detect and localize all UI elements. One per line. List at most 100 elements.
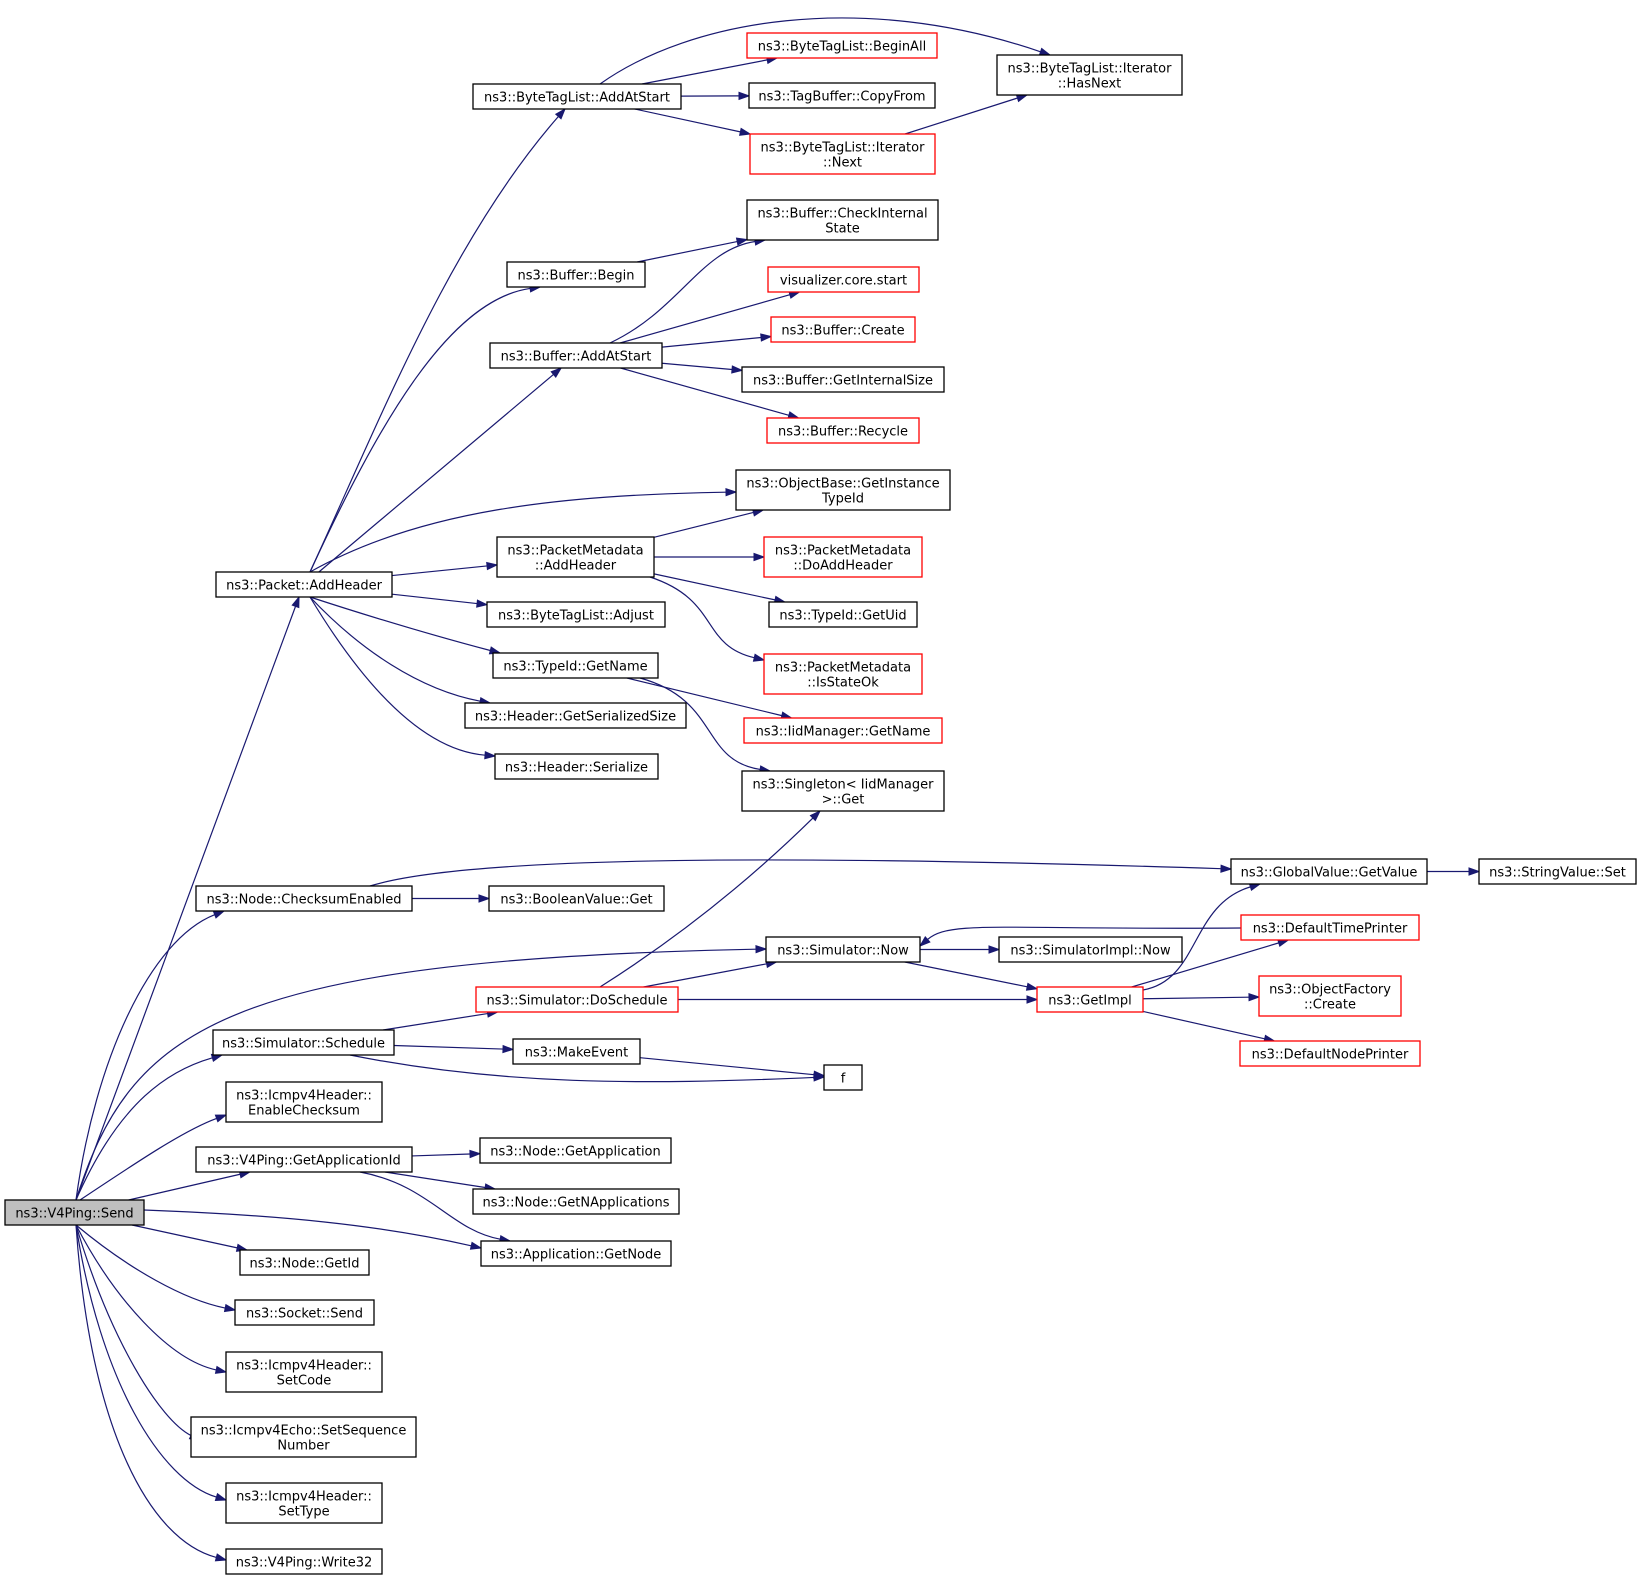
node-label: TypeId [821, 492, 864, 507]
edge-line [653, 573, 776, 601]
node-f[interactable]: f [823, 1064, 863, 1091]
edge-arrowhead [484, 750, 497, 760]
node-box [195, 1146, 413, 1173]
node-label: ns3::TypeId::GetName [503, 660, 647, 675]
node-header-serialize[interactable]: ns3::Header::Serialize [494, 753, 659, 780]
node-icmp-setcode[interactable]: ns3::Icmpv4Header::SetCode [225, 1351, 383, 1393]
node-getimpl[interactable]: ns3::GetImpl [1036, 986, 1144, 1013]
node-btl-beginall[interactable]: ns3::ByteTagList::BeginAll [746, 32, 938, 59]
node-of-create[interactable]: ns3::ObjectFactory::Create [1258, 975, 1402, 1017]
node-label: ::AddHeader [535, 559, 617, 574]
edge-sim-schedule-to-makeevent [393, 1044, 515, 1054]
edge-arrowhead [813, 1070, 826, 1079]
edge-arrowhead [1026, 995, 1039, 1004]
node-pm-doaddheader[interactable]: ns3::PacketMetadata::DoAddHeader [763, 536, 923, 578]
node-v4p-write32[interactable]: ns3::V4Ping::Write32 [225, 1548, 383, 1575]
node-label: ns3::GlobalValue::GetValue [1241, 866, 1418, 881]
node-makeevent[interactable]: ns3::MakeEvent [512, 1038, 641, 1065]
edge-line [384, 1171, 486, 1189]
edge-line [1142, 1010, 1265, 1040]
node-tagbuffer-copyfrom[interactable]: ns3::TagBuffer::CopyFrom [748, 82, 936, 109]
node-send[interactable]: ns3::V4Ping::Send [4, 1199, 145, 1226]
node-socket-send[interactable]: ns3::Socket::Send [234, 1299, 375, 1326]
edge-getimpl-to-defaultnodeprinter [1142, 1010, 1276, 1043]
node-label: ns3::PacketMetadata [775, 661, 911, 676]
node-header-getserializedsize[interactable]: ns3::Header::GetSerializedSize [464, 702, 687, 729]
edge-arrowhead [1220, 864, 1233, 873]
node-box [996, 54, 1183, 96]
node-typeid-getuid[interactable]: ns3::TypeId::GetUid [768, 601, 918, 628]
node-buf-addatstart[interactable]: ns3::Buffer::AddAtStart [489, 342, 663, 369]
node-pm-isstateok[interactable]: ns3::PacketMetadata::IsStateOk [763, 653, 923, 695]
node-buf-begin[interactable]: ns3::Buffer::Begin [506, 261, 646, 288]
edge-line [639, 677, 761, 771]
node-iidmanager-getname[interactable]: ns3::IidManager::GetName [743, 717, 943, 744]
node-sim-schedule[interactable]: ns3::Simulator::Schedule [212, 1029, 395, 1056]
node-box [225, 1351, 383, 1393]
edge-line [649, 576, 755, 659]
node-box [486, 601, 666, 628]
node-pm-addheader[interactable]: ns3::PacketMetadata::AddHeader [496, 536, 655, 578]
edge-makeevent-to-f [639, 1057, 826, 1079]
node-vis-core-start[interactable]: visualizer.core.start [767, 266, 920, 293]
edge-getimpl-to-of-create [1142, 992, 1261, 1002]
node-node-checksumenabled[interactable]: ns3::Node::ChecksumEnabled [195, 885, 413, 912]
node-app-getnode[interactable]: ns3::Application::GetNode [480, 1240, 672, 1267]
node-defaulttimeprinter[interactable]: ns3::DefaultTimePrinter [1240, 914, 1420, 941]
edge-gv-getvalue-to-sv-set [1427, 867, 1481, 876]
node-label: >::Get [822, 793, 865, 808]
node-btl-addatstart[interactable]: ns3::ByteTagList::AddAtStart [472, 83, 682, 110]
edge-arrowhead [1025, 982, 1039, 991]
edge-pkt-addheader-to-header-serialize [309, 596, 497, 760]
node-sim-now[interactable]: ns3::Simulator::Now [765, 936, 921, 963]
node-label: ::Create [1304, 998, 1356, 1013]
node-box [741, 366, 945, 393]
node-label: ns3::Node::GetNApplications [482, 1196, 669, 1211]
node-buf-create[interactable]: ns3::Buffer::Create [770, 316, 916, 343]
node-btl-it-next[interactable]: ns3::ByteTagList::Iterator::Next [749, 133, 936, 175]
node-label: ns3::Node::GetApplication [490, 1145, 661, 1160]
edge-arrowhead [476, 599, 489, 608]
node-label: ns3::BooleanValue::Get [500, 893, 652, 908]
node-box [770, 316, 916, 343]
node-label: ns3::V4Ping::GetApplicationId [207, 1154, 401, 1169]
node-node-getapplication[interactable]: ns3::Node::GetApplication [479, 1137, 672, 1164]
node-buf-recycle[interactable]: ns3::Buffer::Recycle [766, 417, 920, 444]
node-buf-getinternalsize[interactable]: ns3::Buffer::GetInternalSize [741, 366, 945, 393]
node-typeid-getname[interactable]: ns3::TypeId::GetName [492, 652, 659, 679]
node-btl-it-hasnext[interactable]: ns3::ByteTagList::Iterator::HasNext [996, 54, 1183, 96]
node-label: ns3::TypeId::GetUid [779, 609, 906, 624]
node-simimpl-now[interactable]: ns3::SimulatorImpl::Now [998, 936, 1183, 963]
edge-line [639, 1057, 815, 1076]
edge-arrowhead [755, 945, 768, 954]
node-sv-set[interactable]: ns3::StringValue::Set [1478, 858, 1637, 885]
node-node-getid[interactable]: ns3::Node::GetId [239, 1249, 370, 1276]
node-icmp-settype[interactable]: ns3::Icmpv4Header::SetType [225, 1482, 383, 1524]
node-icmp-enablechecksum[interactable]: ns3::Icmpv4Header::EnableChecksum [225, 1081, 383, 1123]
edge-arrowhead [502, 1044, 515, 1054]
node-sim-doschedule[interactable]: ns3::Simulator::DoSchedule [475, 986, 679, 1013]
node-box [749, 133, 936, 175]
node-singleton-get[interactable]: ns3::Singleton< IidManager>::Get [741, 770, 945, 812]
edge-node-checksumenabled-to-gv-getvalue [369, 859, 1233, 887]
node-v4p-getappid[interactable]: ns3::V4Ping::GetApplicationId [195, 1146, 413, 1173]
node-box [765, 936, 921, 963]
node-box [4, 1199, 145, 1226]
node-bv-get[interactable]: ns3::BooleanValue::Get [488, 885, 665, 912]
node-defaultnodeprinter[interactable]: ns3::DefaultNodePrinter [1239, 1040, 1421, 1067]
edge-arrowhead [918, 935, 931, 947]
node-box [741, 770, 945, 812]
edge-line [75, 1224, 217, 1498]
edge-buf-begin-to-buf-checkinternal [637, 237, 749, 263]
node-pkt-addheader[interactable]: ns3::Packet::AddHeader [215, 571, 393, 598]
node-btl-adjust[interactable]: ns3::ByteTagList::Adjust [486, 601, 666, 628]
edge-line [75, 1224, 192, 1437]
node-node-getnapplications[interactable]: ns3::Node::GetNApplications [472, 1188, 680, 1215]
edge-line [75, 1224, 226, 1309]
node-label: ::Next [823, 156, 862, 171]
node-box [823, 1064, 863, 1091]
node-gv-getvalue[interactable]: ns3::GlobalValue::GetValue [1230, 858, 1428, 885]
